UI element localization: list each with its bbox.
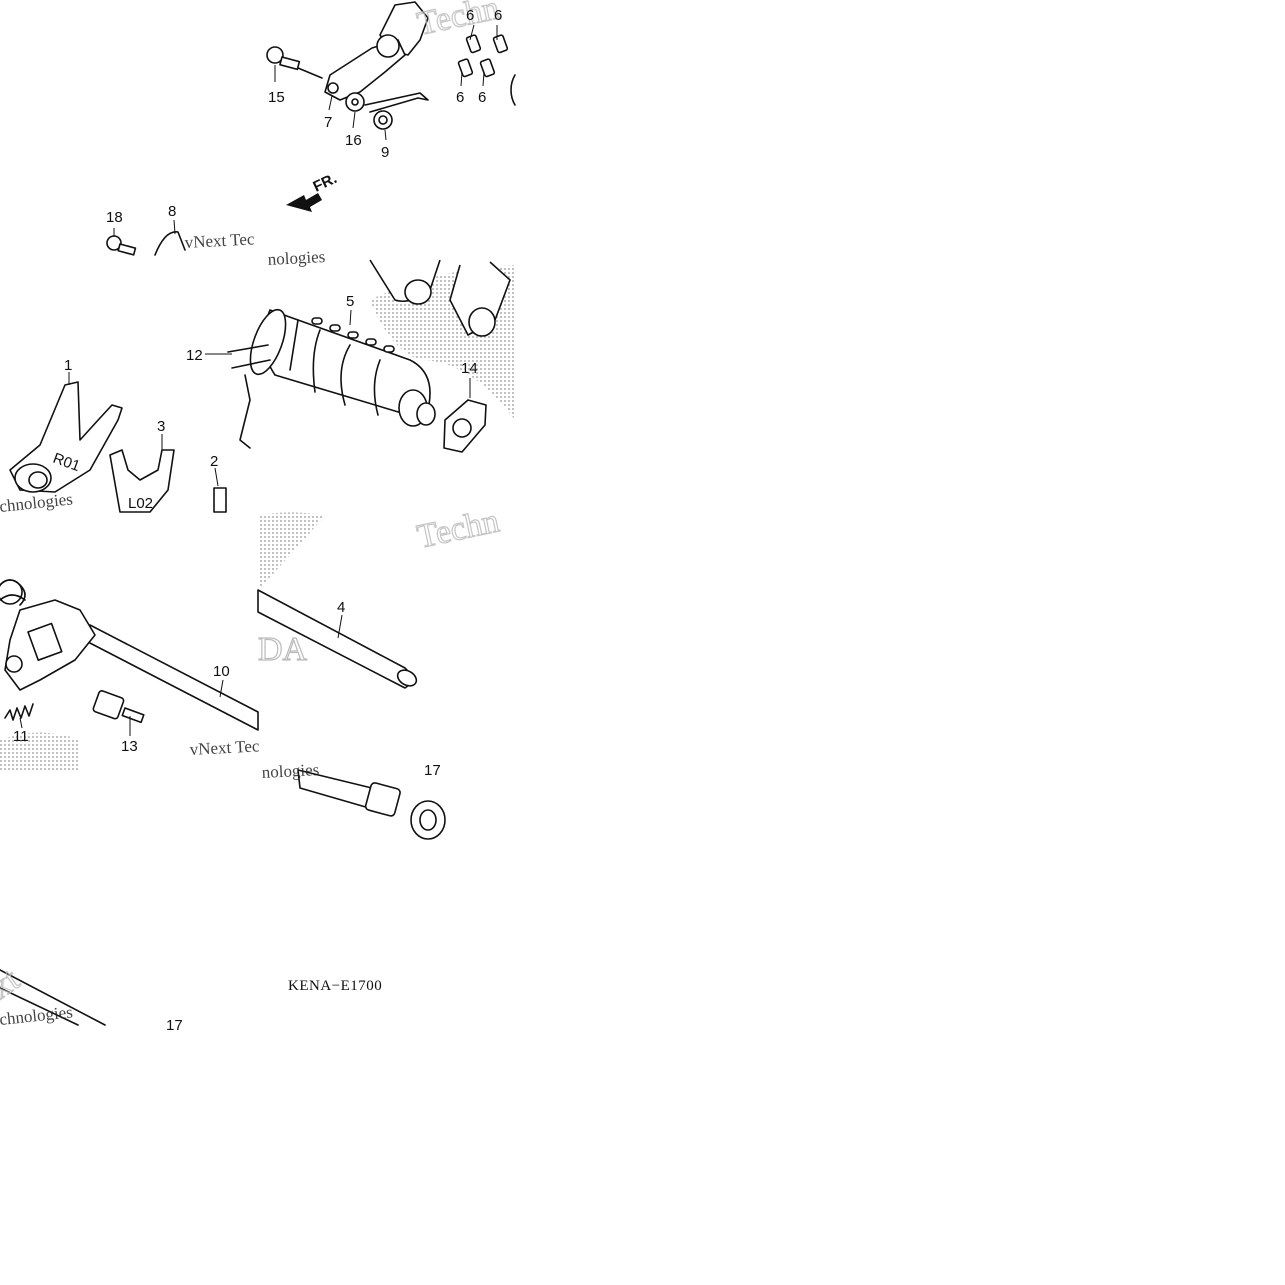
diagram-code: KENA−E1700	[288, 978, 382, 994]
watermark-text: xt	[0, 961, 27, 1007]
shift-fork-1: R01	[9, 381, 123, 493]
bolt-18	[106, 235, 137, 256]
fork-pin-2	[213, 487, 227, 513]
fork-shaft-4	[257, 589, 418, 689]
watermark-text: vNext Tec	[189, 736, 260, 759]
callout-15: 15	[268, 89, 285, 106]
watermark-text: chnologies	[0, 1002, 74, 1029]
callout-17: 17	[166, 1017, 183, 1034]
watermark-brand: DA	[258, 631, 308, 668]
callout-5: 5	[346, 293, 354, 310]
spindle-end-17	[297, 769, 446, 840]
callout-4: 4	[337, 599, 345, 616]
flange-bolt-15	[266, 46, 301, 71]
gasket-edge	[510, 74, 516, 106]
callout-6: 6	[494, 7, 502, 24]
callout-11: 11	[13, 728, 29, 745]
spindle-fragment-lower	[0, 969, 106, 1026]
watermark-text: nologies	[261, 760, 320, 782]
shift-arm-assembly	[297, 1, 429, 130]
watermark-text: Techn	[414, 0, 502, 43]
callout-16: 16	[345, 132, 362, 149]
stopper-arm-8	[154, 231, 186, 256]
honda-wing-watermark-low	[0, 732, 80, 770]
callout-8: 8	[168, 203, 176, 220]
leader-lines	[19, 24, 498, 736]
pins-12	[227, 344, 271, 449]
dowel-pins-6	[457, 34, 509, 78]
gearshift-spindle-10	[0, 579, 259, 731]
watermark-text: nologies	[267, 247, 326, 269]
shift-fork-right	[369, 259, 511, 337]
callout-12: 12	[186, 347, 203, 364]
watermark-text: vNext Tec	[184, 229, 255, 252]
callout-18: 18	[106, 209, 123, 226]
callout-6: 6	[466, 7, 474, 24]
callout-numbers: 15 7 16 9 6 6 6 6 18 8 5 12 14 1 3 2 4 1…	[13, 7, 502, 1034]
callout-17: 17	[424, 762, 441, 779]
callout-2: 2	[210, 453, 218, 470]
shift-fork-3: L02	[109, 449, 175, 513]
callout-10: 10	[213, 663, 230, 680]
stopper-plate-14	[443, 399, 487, 453]
watermark-text: Techn	[414, 502, 502, 555]
svg-text:L02: L02	[128, 495, 153, 512]
callout-6: 6	[456, 89, 464, 106]
callout-6: 6	[478, 89, 486, 106]
callout-9: 9	[381, 144, 389, 161]
stopper-bolt-13	[92, 690, 145, 724]
watermark: vNext Tec nologies Techn Techn vNext Tec…	[0, 0, 503, 1029]
honda-wing-watermark-mid: DA	[257, 512, 325, 669]
front-direction-arrow-icon	[286, 193, 322, 212]
watermark-text: chnologies	[0, 489, 74, 516]
callout-13: 13	[121, 738, 138, 755]
callout-3: 3	[157, 418, 165, 435]
callout-14: 14	[461, 360, 478, 377]
shift-drum-5	[249, 308, 436, 427]
callout-1: 1	[64, 357, 72, 374]
direction-label: FR.	[311, 170, 340, 196]
return-spring-11	[4, 703, 34, 721]
callout-7: 7	[324, 114, 332, 131]
